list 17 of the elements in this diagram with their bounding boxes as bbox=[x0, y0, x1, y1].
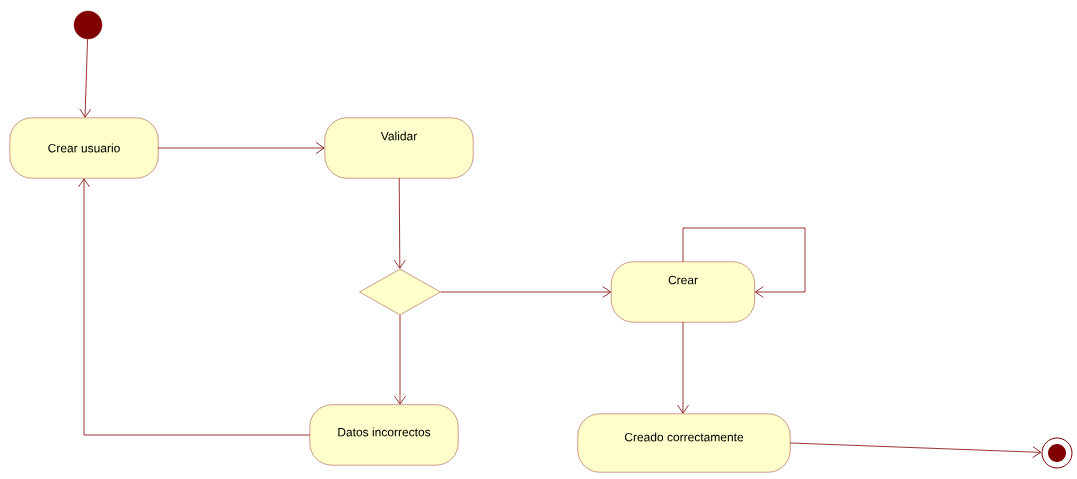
arrow bbox=[682, 227, 806, 298]
action-box: Validar bbox=[324, 117, 474, 179]
decision-diamond bbox=[359, 268, 441, 316]
arrow bbox=[157, 142, 325, 154]
arrow bbox=[78, 178, 311, 436]
action-box: Datos incorrectos bbox=[309, 404, 459, 466]
action-box: Crear usuario bbox=[9, 117, 159, 179]
arrow bbox=[440, 286, 611, 298]
final-node bbox=[1041, 437, 1073, 469]
arrow bbox=[789, 442, 1042, 458]
arrow bbox=[677, 321, 689, 414]
initial-node bbox=[73, 10, 103, 40]
action-box: Creado correctamente bbox=[577, 413, 791, 473]
arrow bbox=[393, 177, 406, 269]
action-box: Crear bbox=[611, 261, 755, 323]
arrow bbox=[79, 38, 92, 118]
arrow bbox=[394, 314, 406, 405]
